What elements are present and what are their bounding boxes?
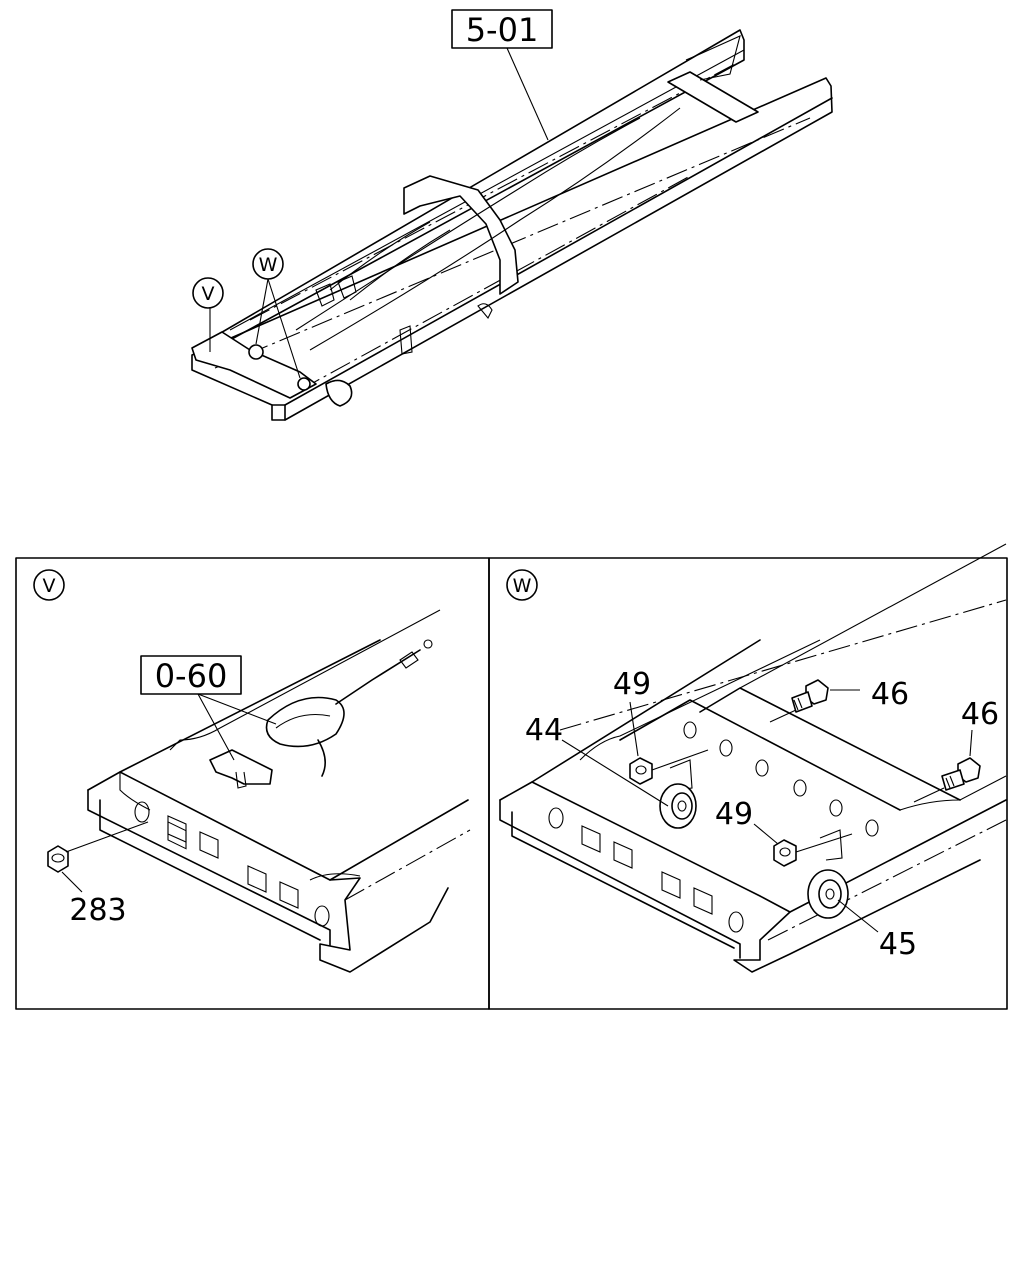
ref-box-5-01[interactable]	[451, 9, 553, 49]
part-49-nut-lower[interactable]	[773, 833, 853, 867]
detail-v-marker	[33, 569, 65, 601]
part-46-bolt-middle[interactable]	[769, 679, 829, 723]
part-49-label-upper: 49	[613, 667, 651, 702]
part-44-horn[interactable]	[659, 759, 697, 829]
detail-v-title: V	[43, 575, 56, 597]
tank-strap	[403, 175, 519, 295]
callout-v-marker[interactable]	[192, 277, 224, 309]
ref-label-0-60: 0-60	[155, 657, 228, 695]
frame-left-rail	[199, 29, 745, 346]
leader-5-01	[506, 47, 549, 141]
detail-w-cross-member	[619, 699, 901, 811]
part-46-label-middle: 46	[871, 677, 909, 712]
part-283-nut[interactable]	[47, 821, 149, 873]
horn-v-wire	[335, 649, 421, 705]
cross-member-rear	[667, 71, 759, 123]
detail-w-rail-front	[499, 781, 981, 973]
part-45-horn[interactable]	[807, 829, 849, 919]
leader-w-2	[267, 278, 301, 379]
ref-box-0-60[interactable]	[140, 655, 242, 695]
detail-w-frame	[488, 557, 1008, 1010]
horn-v	[265, 696, 345, 748]
detail-w-marker	[506, 569, 538, 601]
leader-0-60-a	[197, 693, 235, 761]
horn-location-2	[297, 377, 311, 391]
ref-label-5-01: 5-01	[466, 11, 539, 49]
horn-bracket-v	[209, 749, 273, 785]
chassis-frame-overview: 5-01 V	[191, 9, 833, 421]
detail-v-panel: V 0-60	[15, 557, 490, 1010]
part-283-label: 283	[69, 893, 126, 928]
detail-v-rail	[87, 771, 449, 973]
part-44-label: 44	[525, 713, 563, 748]
part-45-label: 45	[879, 927, 917, 962]
front-cross-member	[191, 331, 317, 399]
part-49-nut-upper[interactable]	[629, 749, 709, 785]
part-46-bolt-right[interactable]	[913, 757, 981, 803]
part-46-label-right: 46	[961, 697, 999, 732]
part-49-label-lower: 49	[715, 797, 753, 832]
callout-v-label: V	[202, 283, 215, 305]
callout-w-label: W	[259, 254, 278, 276]
horn-location-1	[248, 344, 264, 360]
leader-0-60-b	[197, 693, 277, 725]
leader-w-1	[255, 278, 269, 345]
detail-w-panel: W 44	[488, 543, 1008, 1010]
detail-w-title: W	[513, 575, 532, 597]
